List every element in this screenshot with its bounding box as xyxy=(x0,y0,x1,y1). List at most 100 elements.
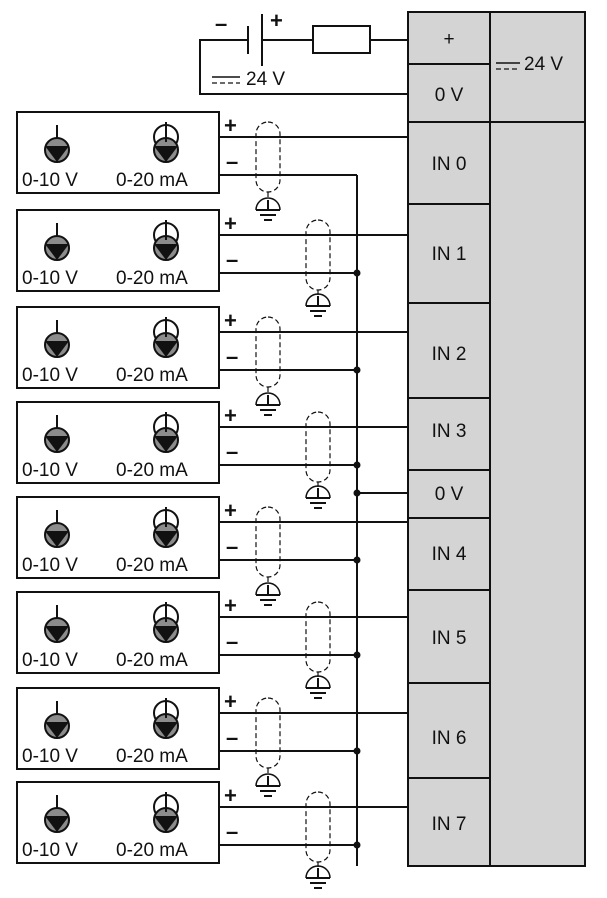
common-bus xyxy=(353,175,408,866)
sensor-block: 0-10 V 0-20 mA + – xyxy=(16,781,408,889)
voltage-source-icon xyxy=(44,701,70,739)
ground-icon xyxy=(305,865,331,889)
sensor-list: 0-10 V 0-20 mA + – 0-10 V 0-20 mA + – 0-10 V 0-20… xyxy=(16,111,408,889)
sensor-minus-label: – xyxy=(226,819,238,844)
terminal-plus: + xyxy=(443,29,454,50)
junction-dot xyxy=(353,461,361,469)
sensor-current-label: 0-20 mA xyxy=(116,365,188,386)
sensor-minus-label: – xyxy=(226,725,238,750)
ground-icon xyxy=(255,773,281,797)
current-source-icon xyxy=(153,220,179,261)
cable-shield xyxy=(255,506,281,585)
sensor-plus-label: + xyxy=(224,211,237,236)
ground-icon xyxy=(305,485,331,509)
sensor-plus-label: + xyxy=(224,308,237,333)
current-source-icon xyxy=(153,507,179,548)
current-source-icon xyxy=(153,122,179,163)
sensor-minus-label: – xyxy=(226,344,238,369)
sensor-voltage-label: 0-10 V xyxy=(22,746,78,767)
sensor-voltage-label: 0-10 V xyxy=(22,268,78,289)
sensor-current-label: 0-20 mA xyxy=(116,460,188,481)
cable-shield xyxy=(305,411,331,488)
sensor-plus-label: + xyxy=(224,783,237,808)
sensor-current-label: 0-20 mA xyxy=(116,555,188,576)
sensor-current-label: 0-20 mA xyxy=(116,170,188,191)
sensor-current-label: 0-20 mA xyxy=(116,746,188,767)
terminal-in-1: IN 1 xyxy=(432,244,467,265)
sensor-current-label: 0-20 mA xyxy=(116,268,188,289)
current-source-icon xyxy=(153,412,179,453)
sensor-voltage-label: 0-10 V xyxy=(22,555,78,576)
sensor-plus-label: + xyxy=(224,403,237,428)
sensor-block: 0-10 V 0-20 mA + – xyxy=(16,401,408,509)
cable-shield xyxy=(255,697,281,776)
junction-dot xyxy=(353,651,361,659)
ground-icon xyxy=(255,582,281,606)
sensor-plus-label: + xyxy=(224,593,237,618)
sensor-block: 0-10 V 0-20 mA + – xyxy=(16,111,408,221)
ground-icon xyxy=(305,293,331,317)
supply-voltage-label: 24 V xyxy=(246,69,285,90)
sensor-block: 0-10 V 0-20 mA + – xyxy=(16,209,408,317)
cable-shield xyxy=(255,121,281,200)
sensor-block: 0-10 V 0-20 mA + – xyxy=(16,591,408,699)
sensor-minus-label: – xyxy=(226,247,238,272)
fuse-symbol xyxy=(312,25,371,54)
cable-shield xyxy=(305,791,331,868)
ground-icon xyxy=(255,197,281,221)
voltage-source-icon xyxy=(44,223,70,261)
current-source-icon xyxy=(153,317,179,358)
io-module: + 0 V 24 V IN 0 IN 1 IN 2 IN 3 0 V IN 4 … xyxy=(407,11,586,867)
junction-dot xyxy=(353,366,361,374)
voltage-source-icon xyxy=(44,795,70,833)
sensor-plus-label: + xyxy=(224,498,237,523)
supply-plus-label: + xyxy=(270,8,283,33)
terminal-in-0: IN 0 xyxy=(432,154,467,175)
voltage-source-icon xyxy=(44,510,70,548)
terminal-in-5: IN 5 xyxy=(432,628,467,649)
current-source-icon xyxy=(153,602,179,643)
sensor-block: 0-10 V 0-20 mA + – xyxy=(16,306,408,416)
terminal-in-7: IN 7 xyxy=(432,814,467,835)
cable-shield xyxy=(305,219,331,296)
module-voltage-label: 24 V xyxy=(524,54,563,75)
terminal-in-6: IN 6 xyxy=(432,728,467,749)
sensor-current-label: 0-20 mA xyxy=(116,840,188,861)
sensor-minus-label: – xyxy=(226,149,238,174)
junction-dot xyxy=(353,841,361,849)
voltage-source-icon xyxy=(44,320,70,358)
sensor-voltage-label: 0-10 V xyxy=(22,840,78,861)
voltage-source-icon xyxy=(44,605,70,643)
ground-icon xyxy=(305,675,331,699)
sensor-voltage-label: 0-10 V xyxy=(22,650,78,671)
sensor-minus-label: – xyxy=(226,629,238,654)
sensor-voltage-label: 0-10 V xyxy=(22,460,78,481)
ground-icon xyxy=(255,392,281,416)
voltage-source-icon xyxy=(44,125,70,163)
supply-minus-label: – xyxy=(215,11,227,36)
voltage-source-icon xyxy=(44,415,70,453)
module-dc-symbol xyxy=(496,62,520,70)
power-supply: – + 24 V xyxy=(199,8,408,95)
terminal-0v-common: 0 V xyxy=(435,484,464,505)
sensor-voltage-label: 0-10 V xyxy=(22,365,78,386)
terminal-in-3: IN 3 xyxy=(432,421,467,442)
terminal-0v-supply: 0 V xyxy=(435,85,464,106)
sensor-minus-label: – xyxy=(226,534,238,559)
terminal-in-4: IN 4 xyxy=(432,544,467,565)
sensor-current-label: 0-20 mA xyxy=(116,650,188,671)
sensor-plus-label: + xyxy=(224,113,237,138)
junction-dot xyxy=(353,269,361,277)
cable-shield xyxy=(305,601,331,678)
current-source-icon xyxy=(153,698,179,739)
sensor-plus-label: + xyxy=(224,689,237,714)
dc-symbol xyxy=(212,76,240,84)
junction-dot xyxy=(353,556,361,564)
junction-dot xyxy=(353,747,361,755)
sensor-minus-label: – xyxy=(226,439,238,464)
current-source-icon xyxy=(153,792,179,833)
sensor-voltage-label: 0-10 V xyxy=(22,170,78,191)
sensor-block: 0-10 V 0-20 mA + – xyxy=(16,496,408,606)
cable-shield xyxy=(255,316,281,395)
